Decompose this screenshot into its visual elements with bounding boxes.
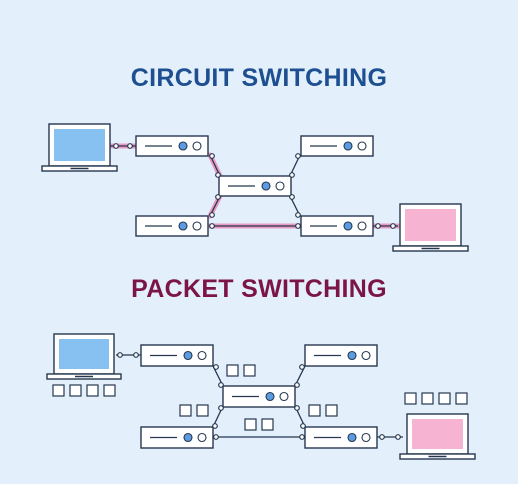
server-led-icon xyxy=(343,221,353,231)
packet-group-bottom xyxy=(244,418,274,431)
sender-packet-queue xyxy=(52,384,116,397)
packet-group-right xyxy=(308,404,338,417)
server-led-icon xyxy=(265,391,275,402)
packet-server-2 xyxy=(140,426,214,449)
connector-dot xyxy=(295,223,301,229)
connector-dot xyxy=(300,423,306,429)
connector-dot xyxy=(218,405,224,411)
server-power-icon xyxy=(197,432,207,443)
server-led-icon xyxy=(347,350,357,361)
packet-group-top xyxy=(226,364,256,377)
packet-icon xyxy=(455,392,468,405)
packet-icon xyxy=(196,404,209,417)
receiver-laptop-icon xyxy=(399,413,476,460)
circuit-server-4 xyxy=(300,135,374,157)
laptop-screen xyxy=(412,419,463,449)
packet-server-4 xyxy=(304,344,378,367)
receiver-packet-queue xyxy=(404,392,468,405)
packet-group-left xyxy=(179,404,209,417)
server-led-icon xyxy=(261,181,271,191)
circuit-switching-title: CIRCUIT SWITCHING xyxy=(130,64,388,92)
connector-dot xyxy=(294,382,300,388)
connector-dot xyxy=(215,194,221,200)
packet-server-1 xyxy=(140,344,214,367)
server-power-icon xyxy=(279,391,289,402)
server-power-icon xyxy=(361,432,371,443)
server-power-icon xyxy=(197,350,207,361)
laptop-screen xyxy=(54,129,105,161)
connector-dot xyxy=(299,364,305,370)
packet-icon xyxy=(69,384,82,397)
connector-dot xyxy=(215,172,221,178)
connector-dot xyxy=(294,405,300,411)
packet-icon xyxy=(179,404,192,417)
packet-switching-title: PACKET SWITCHING xyxy=(131,275,387,303)
laptop-screen xyxy=(405,209,456,241)
packet-icon xyxy=(325,404,338,417)
sender-laptop-icon xyxy=(46,333,122,380)
connector-dot xyxy=(212,423,218,429)
connector-dot xyxy=(209,153,215,159)
laptop-screen xyxy=(59,339,109,369)
connector-dot xyxy=(213,434,219,440)
circuit-server-5 xyxy=(300,215,374,237)
server-led-icon xyxy=(347,432,357,443)
connector-dot xyxy=(395,434,401,440)
packet-icon xyxy=(421,392,434,405)
circuit-server-2 xyxy=(135,215,209,237)
connector-dot xyxy=(209,223,215,229)
connector-dot xyxy=(127,143,133,149)
circuit-server-3 xyxy=(218,175,292,197)
packet-icon xyxy=(261,418,274,431)
connector-dot xyxy=(117,352,123,358)
connector-dot xyxy=(295,153,301,159)
packet-server-3 xyxy=(222,385,296,408)
connector-dot xyxy=(375,223,381,229)
server-led-icon xyxy=(178,221,188,231)
packet-icon xyxy=(226,364,239,377)
connector-dot xyxy=(295,212,301,218)
server-led-icon xyxy=(343,141,353,151)
connector-dot xyxy=(133,352,139,358)
server-led-icon xyxy=(178,141,188,151)
server-power-icon xyxy=(192,141,202,151)
server-power-icon xyxy=(275,181,285,191)
packet-icon xyxy=(103,384,116,397)
packet-icon xyxy=(244,418,257,431)
server-led-icon xyxy=(183,432,193,443)
connector-dot xyxy=(390,223,396,229)
sender-laptop-icon xyxy=(41,123,118,172)
connector-dot xyxy=(213,364,219,370)
receiver-laptop-icon xyxy=(392,203,469,252)
connector-dot xyxy=(209,212,215,218)
server-led-icon xyxy=(183,350,193,361)
connector-dot xyxy=(299,434,305,440)
packet-icon xyxy=(52,384,65,397)
server-power-icon xyxy=(192,221,202,231)
connector-dot xyxy=(289,172,295,178)
packet-icon xyxy=(86,384,99,397)
packet-server-5 xyxy=(304,426,378,449)
packet-icon xyxy=(404,392,417,405)
connector-dot xyxy=(113,143,119,149)
connector-dot xyxy=(218,382,224,388)
connector-dot xyxy=(379,434,385,440)
server-power-icon xyxy=(361,350,371,361)
connector-dot xyxy=(289,194,295,200)
server-power-icon xyxy=(357,221,367,231)
server-power-icon xyxy=(357,141,367,151)
circuit-server-1 xyxy=(135,135,209,157)
packet-icon xyxy=(308,404,321,417)
packet-icon xyxy=(243,364,256,377)
packet-icon xyxy=(438,392,451,405)
